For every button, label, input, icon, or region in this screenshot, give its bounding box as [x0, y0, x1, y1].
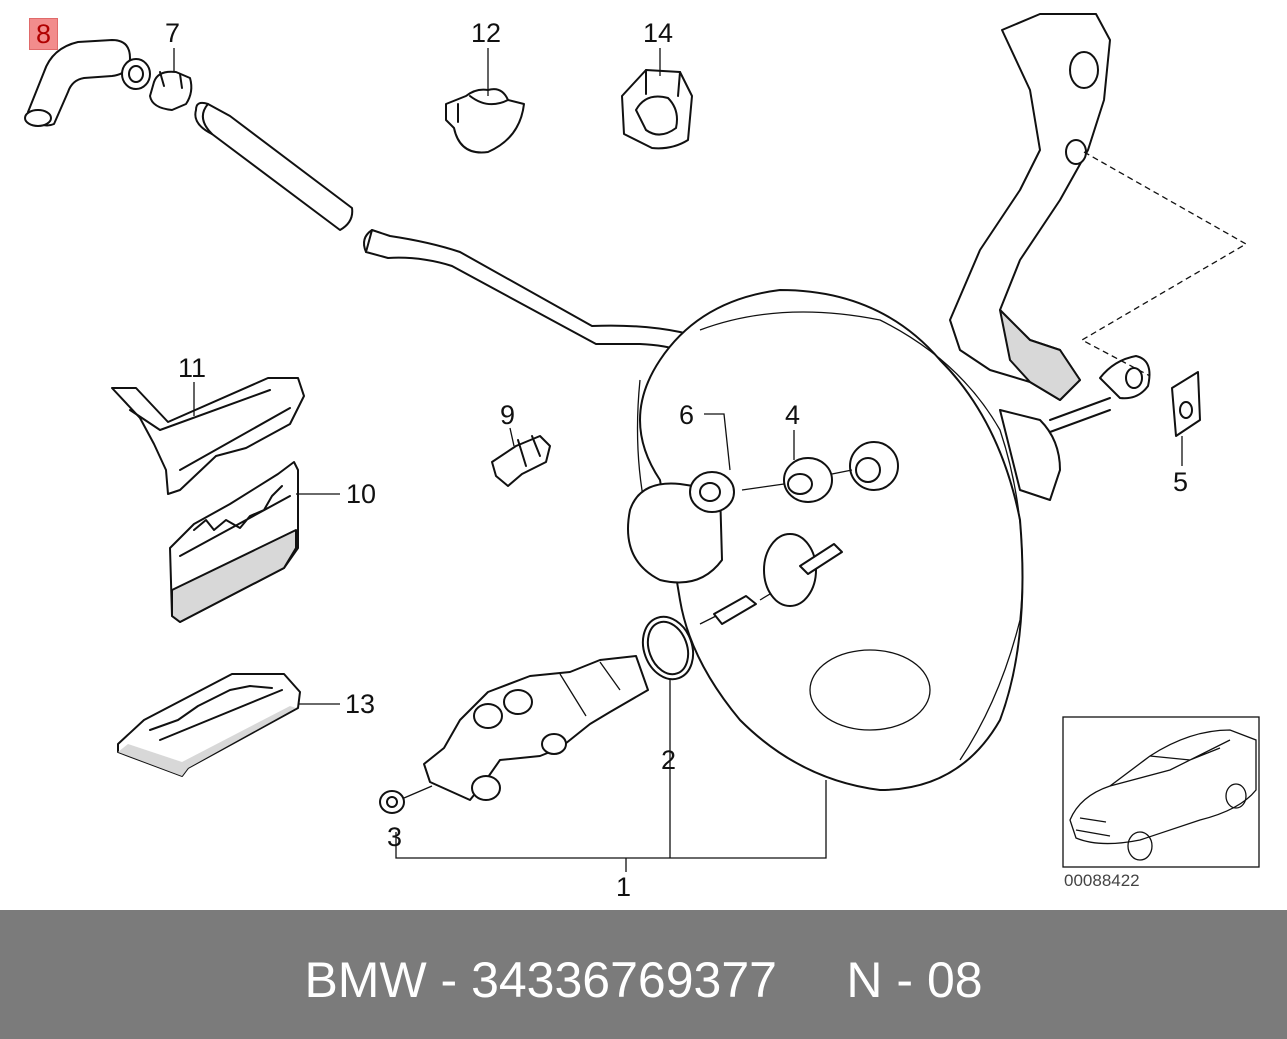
label-part-14[interactable]: 14: [643, 18, 674, 48]
part-12-grommet: [445, 88, 525, 154]
footer-text: BMW - 34336769377 N - 08: [304, 952, 983, 1008]
diagram-drawing: [24, 13, 1260, 872]
label-part-6[interactable]: 6: [679, 400, 695, 430]
label-part-10[interactable]: 10: [346, 479, 377, 509]
part-9-clip: [491, 435, 551, 487]
diagram-code: 00088422: [1064, 871, 1140, 890]
part-14-grommet: [621, 69, 693, 150]
label-part-1[interactable]: 1: [616, 872, 632, 902]
label-part-13[interactable]: 13: [345, 689, 376, 719]
part-number-footer: BMW - 34336769377 N - 08: [0, 910, 1287, 1039]
label-part-11[interactable]: 11: [178, 353, 207, 383]
car-thumbnail: [1062, 716, 1260, 868]
part-7-clamp: [149, 70, 193, 111]
mounting-studs: [699, 543, 843, 625]
part-11-cover: [111, 377, 305, 495]
part-4-seal: [689, 441, 899, 513]
part-13-tray: [117, 673, 301, 777]
part-10-cover: [169, 461, 299, 623]
label-part-5[interactable]: 5: [1173, 467, 1189, 497]
pedal-assembly: [949, 13, 1248, 401]
part-2-o-ring: [641, 615, 695, 681]
parts-diagram: 8 7 12 14 11 9 6 4 10 5 13 2 3 1 0008842…: [24, 13, 1260, 902]
leader-lines: [173, 48, 1183, 872]
label-part-4[interactable]: 4: [785, 400, 801, 430]
part-8-hose: [24, 39, 151, 127]
master-cylinder: [423, 655, 649, 801]
part-5-clip: [1171, 371, 1201, 437]
label-part-9[interactable]: 9: [500, 400, 516, 430]
label-part-7[interactable]: 7: [165, 18, 181, 48]
label-part-2[interactable]: 2: [661, 745, 677, 775]
label-part-3[interactable]: 3: [387, 822, 403, 852]
label-part-12[interactable]: 12: [471, 18, 502, 48]
label-part-8[interactable]: 8: [29, 18, 59, 50]
part-3-nut: [379, 785, 433, 814]
